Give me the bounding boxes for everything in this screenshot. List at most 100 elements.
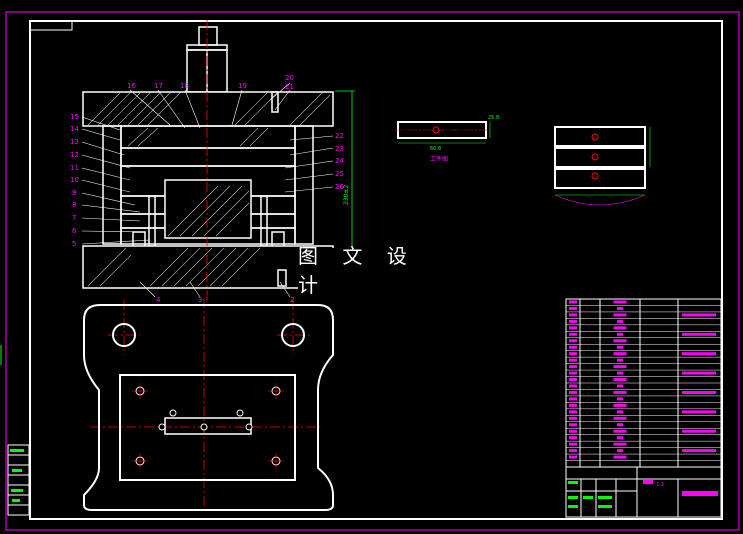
table-cell-mark [613,416,627,420]
part-number-13: 13 [70,138,79,146]
table-cell-mark [617,306,623,310]
part-number-10: 10 [70,176,79,184]
table-cell-mark [613,365,627,369]
workpiece-view: 60.8 25.8 工件图 [395,115,499,163]
table-cell-mark [569,442,577,446]
die-section-view [82,26,334,289]
table-cell-mark [569,319,577,323]
table-cell-mark [569,300,577,304]
title-block [565,466,722,518]
parts-list-rows [566,300,721,461]
table-cell-mark [617,319,623,323]
part-number-7: 7 [72,214,76,222]
part-number-18: 18 [180,82,189,90]
table-cell-mark [613,442,627,446]
dim-blank-width: 60.8 [430,146,441,152]
part-number-11: 11 [70,164,79,172]
table-cell-mark [617,384,623,388]
corner-code-box [29,20,73,31]
part-number-15: 15 [70,113,79,121]
table-cell-mark [613,455,627,459]
table-cell-mark [613,352,627,356]
table-cell-mark [569,455,577,459]
part-number-24: 24 [335,157,344,165]
table-cell-mark [569,313,577,317]
left-margin-table [0,345,30,516]
table-cell-mark [569,416,577,420]
table-cell-mark [569,306,577,310]
table-cell-mark [617,436,623,440]
table-cell-mark [569,403,577,407]
table-cell-mark [569,352,577,356]
table-cell-mark [569,429,577,433]
part-number-21: 21 [285,83,294,91]
table-cell-mark [613,378,627,382]
table-cell-mark [569,436,577,440]
part-number-2: 2 [290,296,294,304]
part-number-23: 23 [335,145,344,153]
table-cell-mark [682,429,716,433]
part-number-26: 26 [335,183,344,191]
table-cell-mark [569,365,577,369]
table-cell-mark [613,313,627,317]
table-cell-mark [617,410,623,414]
scale-value: 1:2 [656,482,664,488]
table-cell-mark [613,403,627,407]
table-cell-mark [569,345,577,349]
table-cell-mark [682,313,716,317]
part-number-8: 8 [72,201,76,209]
table-cell-mark [613,390,627,394]
part-number-12: 12 [70,151,79,159]
table-cell-mark [682,449,716,453]
table-cell-mark [569,384,577,388]
part-number-6: 6 [72,227,77,235]
part-number-9: 9 [72,189,76,197]
table-cell-mark [682,371,716,375]
table-cell-mark [569,378,577,382]
table-cell-mark [613,300,627,304]
table-cell-mark [569,358,577,362]
watermark-text: 图 文 设 计 [298,244,448,297]
part-number-5: 5 [72,240,76,248]
outer-frame [5,11,740,531]
table-cell-mark [569,332,577,336]
table-cell-mark [613,429,627,433]
table-cell-mark [682,390,716,394]
table-cell-mark [617,345,623,349]
table-cell-mark [569,423,577,427]
table-cell-mark [682,332,716,336]
table-cell-mark [569,371,577,375]
part-number-25: 25 [335,170,344,178]
table-cell-mark [617,371,623,375]
table-cell-mark [682,410,716,414]
plan-holes [135,386,281,466]
part-number-17: 17 [154,82,163,90]
table-cell-mark [613,339,627,343]
part-number-16: 16 [127,82,136,90]
table-cell-mark [569,449,577,453]
table-cell-mark [682,352,716,356]
title-block-fills: 1:2 [568,480,718,508]
strip-details [554,127,651,206]
table-cell-mark [569,326,577,330]
table-cell-mark [617,332,623,336]
part-number-3: 3 [198,296,202,304]
table-cell-mark [569,410,577,414]
part-number-22: 22 [335,132,344,140]
part-number-4: 4 [156,296,161,304]
part-labels: 15 14 13 12 11 10 9 8 7 6 5 22 23 24 25 … [70,74,344,304]
dim-total-height: 230±2 [343,185,350,205]
table-cell-mark [617,423,623,427]
dim-blank-thickness: 25.8 [488,115,499,121]
part-number-20: 20 [285,74,294,82]
table-cell-mark [569,339,577,343]
strip-view [554,126,646,189]
table-cell-mark [569,397,577,401]
plan-hole-centerlines [132,383,284,469]
leaders [81,82,334,298]
table-cell-mark [617,449,623,453]
part-number-19: 19 [238,82,247,90]
workpiece-label: 工件图 [430,155,448,163]
table-cell-mark [569,390,577,394]
